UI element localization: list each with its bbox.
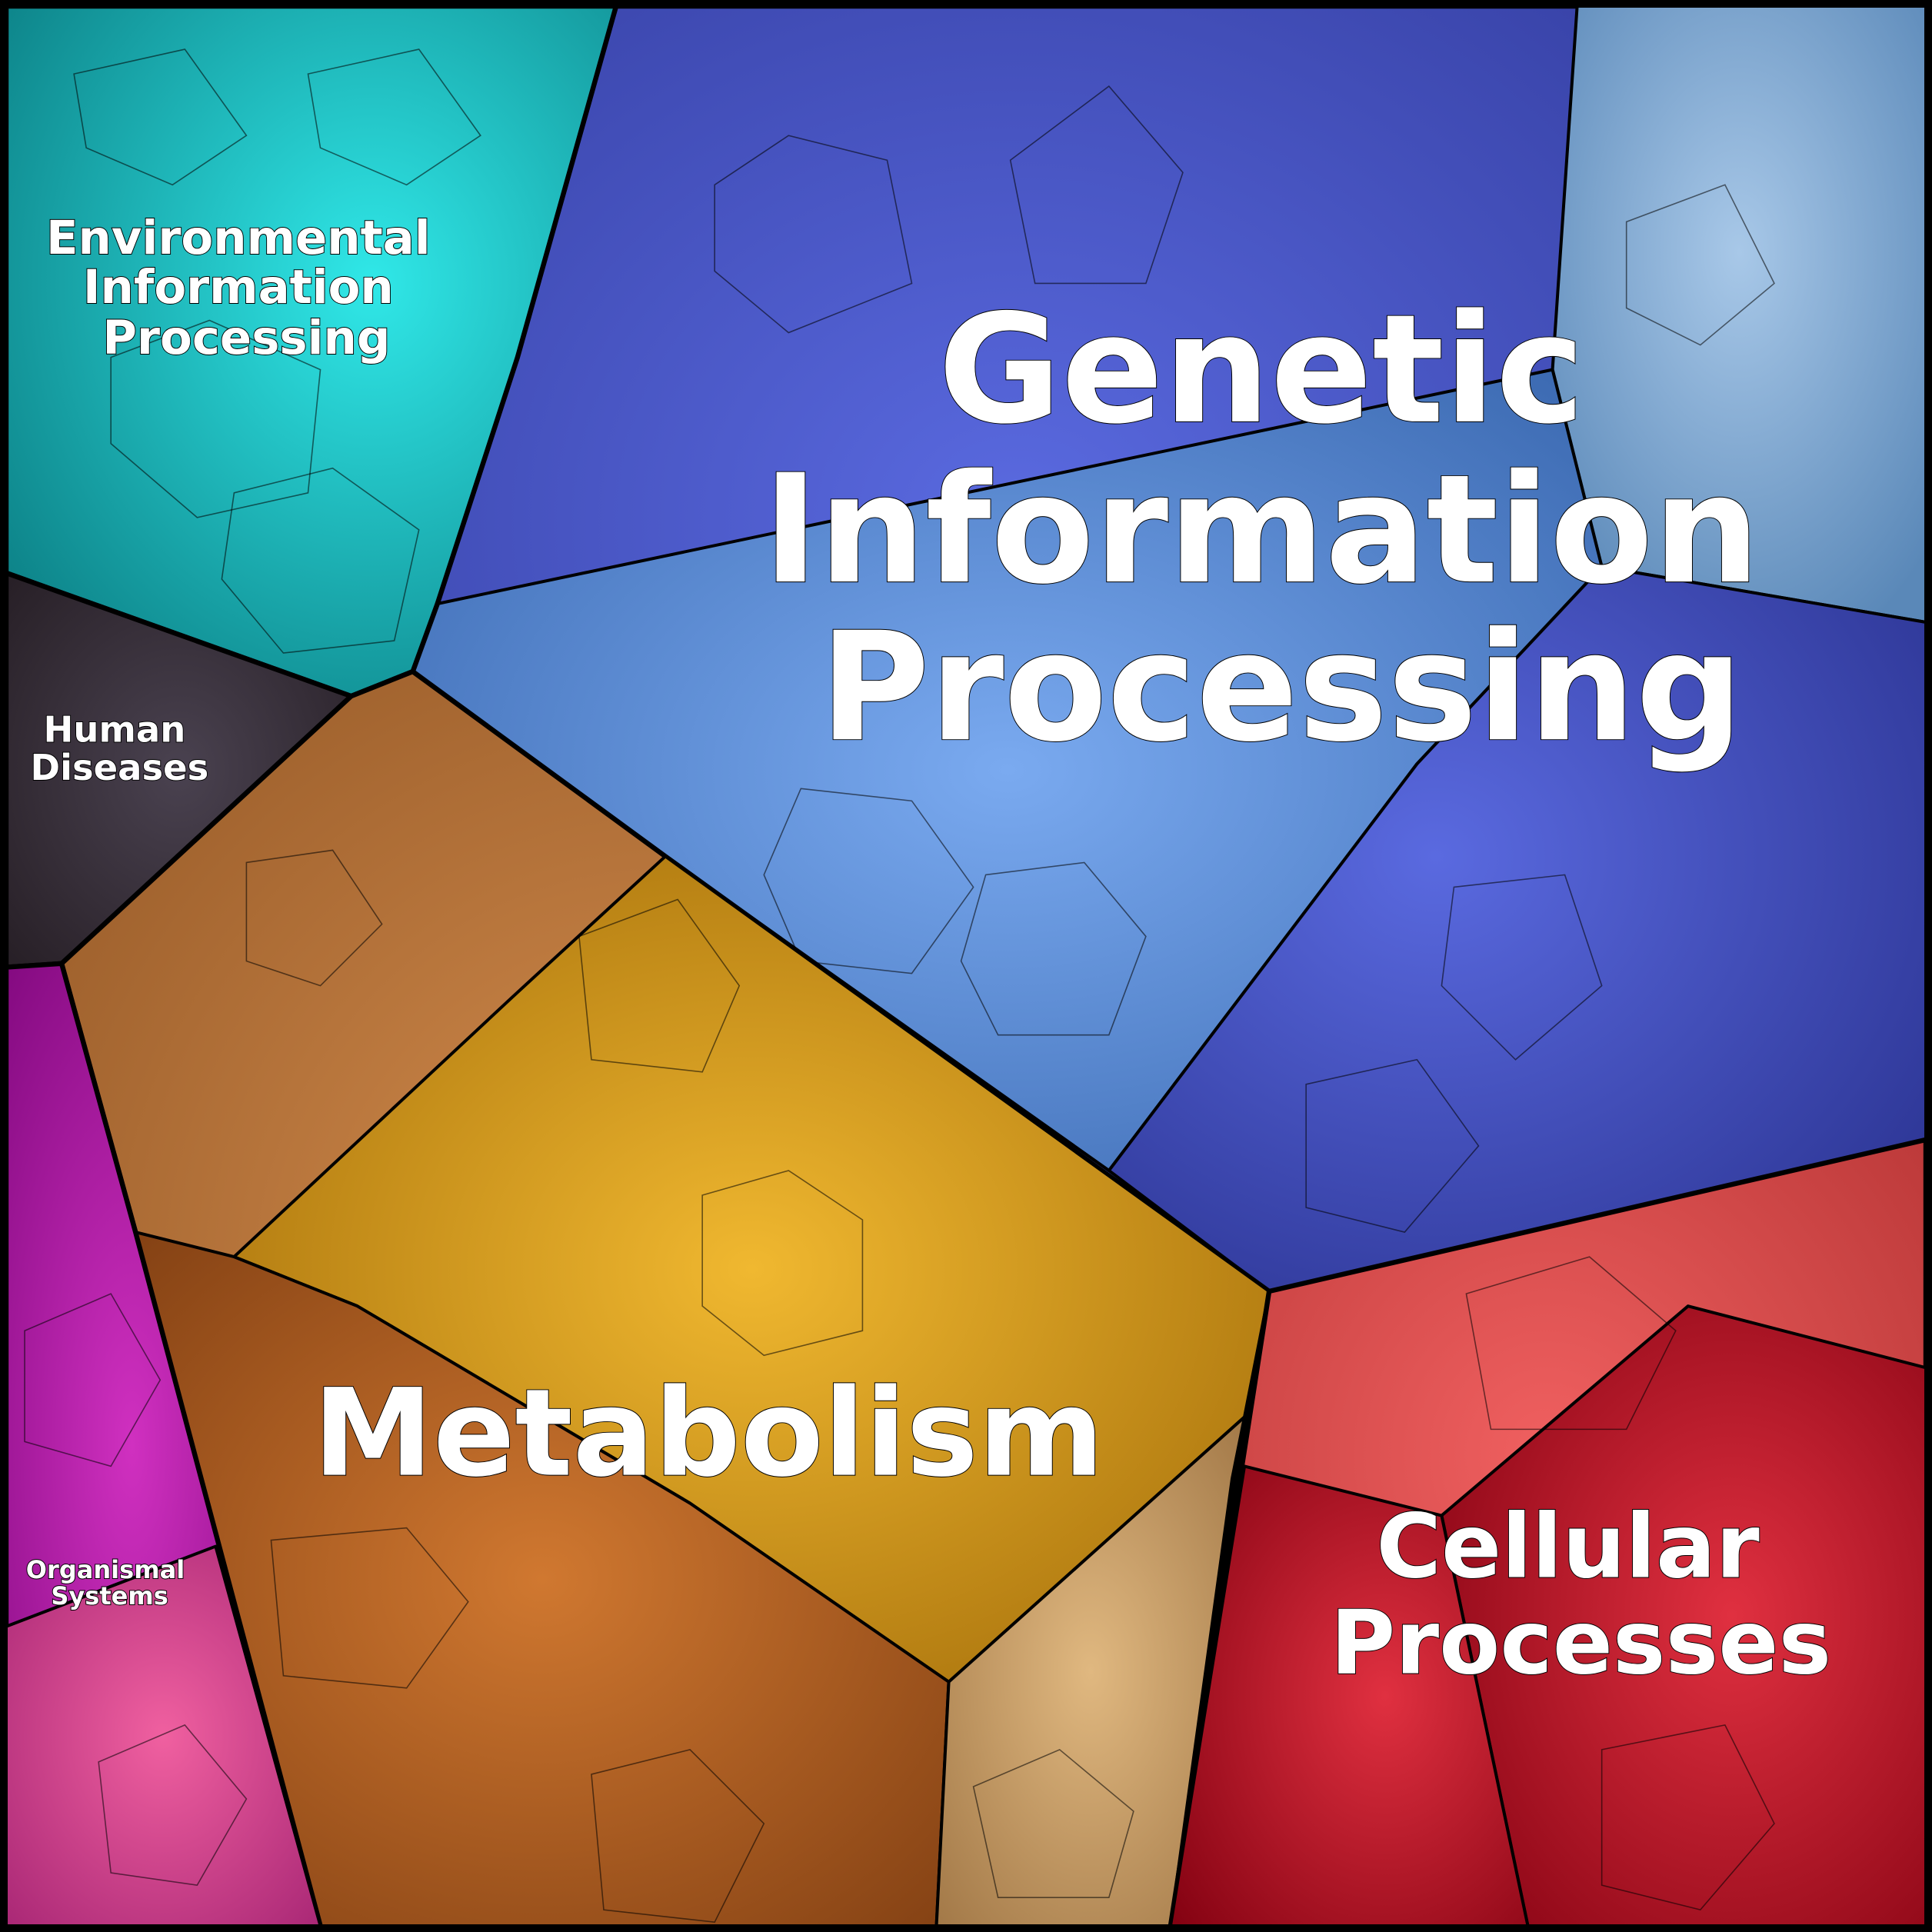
label-genetic-information-processing: Genetic Information Processing (763, 283, 1813, 775)
region-organismal-systems[interactable] (3, 961, 323, 1929)
region-cellular-processes[interactable] (1168, 1137, 1929, 1929)
region-genetic-information-processing[interactable] (410, 3, 1929, 1294)
label-human-diseases: Human Diseases (31, 708, 209, 788)
label-cellular-processes: Cellular Processes (1331, 1496, 1831, 1695)
label-organismal-systems: Organismal Systems (26, 1555, 194, 1611)
region-metabolism[interactable] (58, 668, 1272, 1929)
label-environmental-information-processing: Environmental Information Processing (46, 211, 447, 365)
label-metabolism: Metabolism (313, 1364, 1104, 1504)
